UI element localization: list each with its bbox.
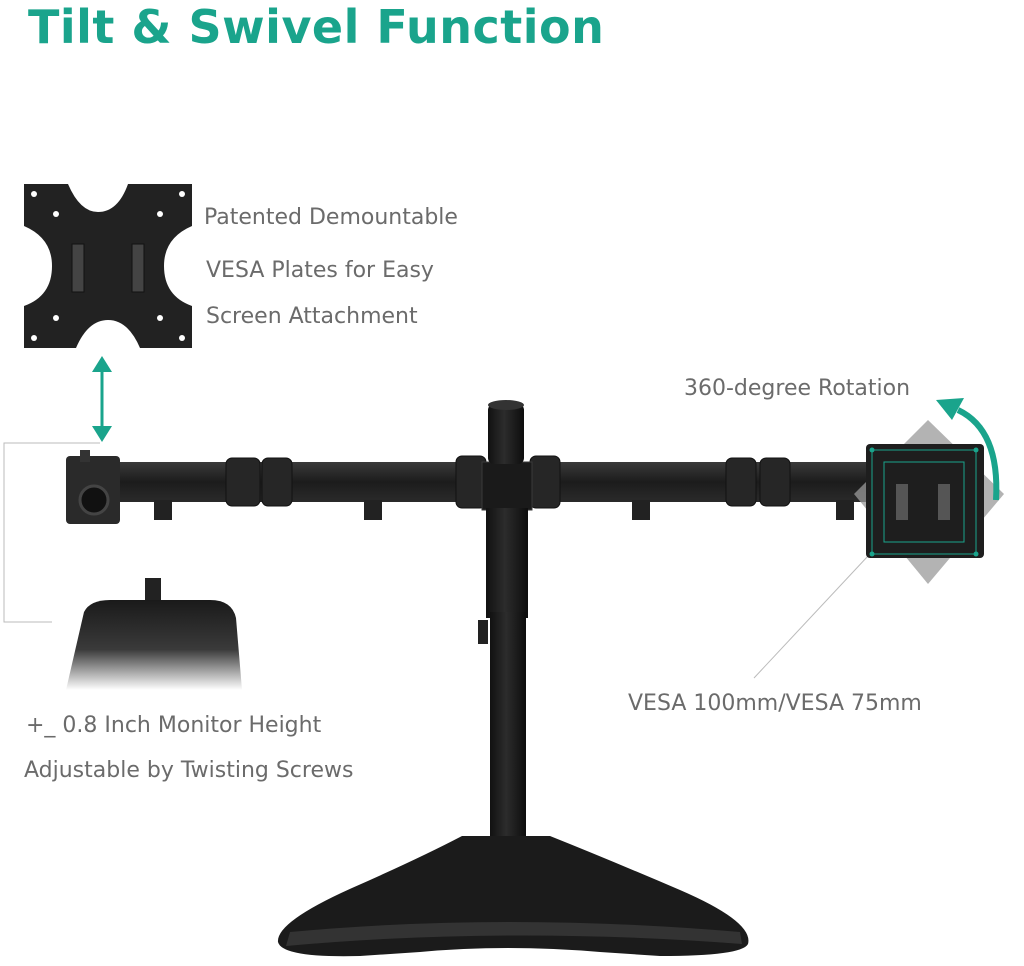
vesa-plate-caption-line-3: Screen Attachment [206, 304, 418, 329]
vesa-plate-image [24, 184, 192, 348]
height-adjust-caption-line-1: +_ 0.8 Inch Monitor Height [26, 713, 322, 738]
vesa-plate-caption-line-1: Patented Demountable [204, 205, 458, 230]
rotation-arrow-icon [936, 398, 1000, 501]
height-adjust-knob-image [66, 578, 242, 690]
vesa-size-caption: VESA 100mm/VESA 75mm [628, 691, 922, 716]
rotation-caption: 360-degree Rotation [684, 376, 911, 401]
height-adjust-caption-line-2: Adjustable by Twisting Screws [24, 758, 354, 783]
stand-base [277, 836, 749, 957]
stand-pole [478, 400, 528, 912]
page-title: Tilt & Swivel Function [28, 0, 605, 54]
rotating-vesa-plate-image [854, 420, 1004, 584]
vesa-plate-caption-line-2: VESA Plates for Easy [206, 258, 434, 283]
horizontal-arm [66, 450, 870, 524]
double-arrow-vertical-icon [92, 356, 112, 442]
